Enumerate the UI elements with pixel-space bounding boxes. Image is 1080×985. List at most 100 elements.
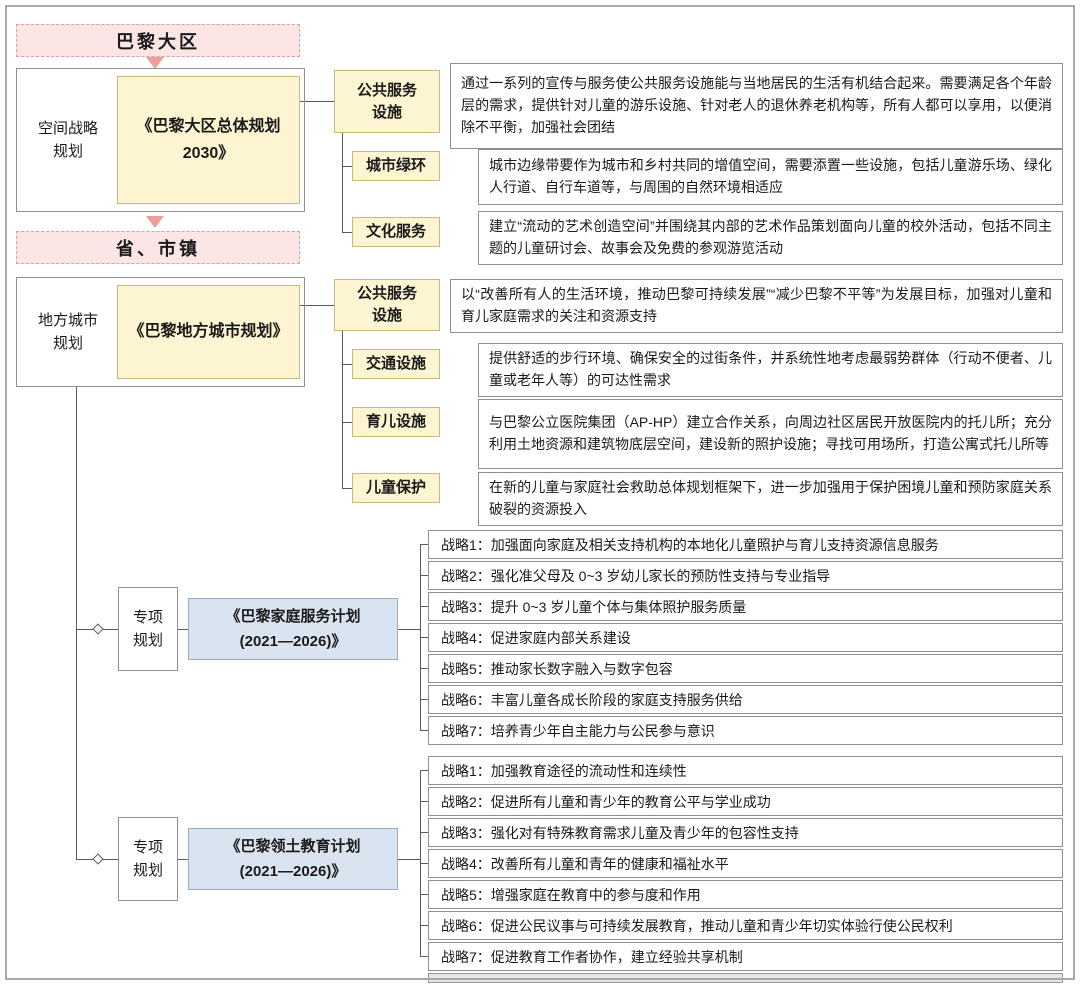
connector-line: [342, 331, 343, 488]
connector-line: [420, 668, 428, 669]
connector-line: [420, 699, 428, 700]
strategy-text: 战略5：推动家长数字融入与数字包容: [441, 660, 673, 677]
strategy-row: 战略3：提升 0~3 岁儿童个体与集体照护服务质量: [428, 592, 1063, 621]
region-label: 巴黎大区: [116, 31, 200, 52]
region-box-paris-region: 巴黎大区: [16, 24, 300, 57]
strategy-text: 战略7：培养青少年自主能力与公民参与意识: [441, 722, 715, 739]
strategy-text: 战略7：促进教育工作者协作，建立经验共享机制: [441, 948, 743, 965]
category-cultural-services: 文化服务: [352, 217, 440, 247]
connector-line: [420, 956, 428, 957]
strategy-row: 战略3：强化对有特殊教育需求儿童及青少年的包容性支持: [428, 818, 1063, 847]
connector-line: [398, 629, 420, 630]
strategy-row: 战略5：增强家庭在教育中的参与度和作用: [428, 880, 1063, 909]
side-label-text: 地方城市 规划: [37, 311, 98, 352]
connector-line: [420, 637, 428, 638]
side-label-text: 专项 规划: [132, 838, 163, 879]
connector-line: [300, 101, 334, 102]
connector-line: [178, 629, 188, 630]
desc-text: 提供舒适的步行环境、确保安全的过街条件，并系统性地考虑最弱势群体（行动不便者、儿…: [489, 350, 1052, 388]
connector-line: [420, 832, 428, 833]
connector-line: [420, 606, 428, 607]
strategy-row: 战略5：推动家长数字融入与数字包容: [428, 654, 1063, 683]
side-label-text: 空间战略 规划: [37, 119, 98, 160]
strategy-row: 战略7：培养青少年自主能力与公民参与意识: [428, 716, 1063, 745]
connector-line: [420, 730, 428, 731]
side-label-special-planning-1: 专项 规划: [118, 587, 178, 671]
desc-text: 以“改善所有人的生活环境，推动巴黎可持续发展”“减少巴黎不平等”为发展目标，加强…: [461, 286, 1052, 324]
connector-line: [178, 859, 188, 860]
strategy-text: 战略5：增强家庭在教育中的参与度和作用: [441, 886, 701, 903]
connector-line: [420, 863, 428, 864]
connector-line: [420, 575, 428, 576]
desc-child-protection: 在新的儿童与家庭社会救助总体规划框架下，进一步加强用于保护困境儿童和预防家庭关系…: [478, 472, 1063, 526]
strategy-row: 战略4：促进家庭内部关系建设: [428, 623, 1063, 652]
category-public-service-facilities-2: 公共服务 设施: [334, 279, 440, 331]
plan-box-master-plan-2030: 《巴黎大区总体规划 2030》: [117, 76, 300, 204]
diamond-connector-icon: [92, 623, 104, 635]
connector-line: [76, 387, 77, 859]
connector-line: [420, 544, 428, 545]
strategy-row: 战略2：强化准父母及 0~3 岁幼儿家长的预防性支持与专业指导: [428, 561, 1063, 590]
desc-public-service-facilities-1: 通过一系列的宣传与服务使公共服务设施能与当地居民的生活有机结合起来。需要满足各个…: [450, 63, 1063, 149]
plan-title: 《巴黎地方城市规划》: [128, 323, 289, 341]
plan-title: 《巴黎大区总体规划 2030》: [136, 117, 281, 162]
desc-text: 在新的儿童与家庭社会救助总体规划框架下，进一步加强用于保护困境儿童和预防家庭关系…: [489, 479, 1052, 517]
desc-cultural-services: 建立“流动的艺术创造空间”并围绕其内部的艺术作品策划面向儿童的校外活动，包括不同…: [478, 211, 1063, 265]
plan-box-local-urban-plan: 《巴黎地方城市规划》: [117, 285, 300, 379]
connector-line: [420, 894, 428, 895]
section-frame-local-urban: [16, 277, 305, 387]
region-label: 省、市镇: [116, 238, 200, 259]
category-label: 公共服务 设施: [356, 285, 417, 324]
plan-title: 《巴黎领土教育计划 (2021—2026)》: [225, 837, 361, 881]
desc-text: 城市边缘带要作为城市和乡村共同的增值空间，需要添置一些设施，包括儿童游乐场、绿化…: [489, 157, 1052, 195]
connector-line: [398, 859, 420, 860]
section-frame-special-planning-2: [118, 817, 178, 901]
strategy-text: 战略6：促进公民议事与可持续发展教育，推动儿童和青少年切实体验行使公民权利: [441, 917, 953, 934]
strategy-row: 战略6：丰富儿童各成长阶段的家庭支持服务供给: [428, 685, 1063, 714]
section-frame-special-planning-1: [118, 587, 178, 671]
connector-line: [420, 925, 428, 926]
connector-line: [420, 770, 428, 771]
connector-line: [342, 364, 352, 365]
category-child-protection: 儿童保护: [352, 473, 440, 503]
side-label-local-urban-planning: 地方城市 规划: [20, 309, 116, 355]
connector-line: [420, 801, 428, 802]
cutoff-partial-row: [428, 973, 1063, 983]
strategy-row: 战略1：加强教育途径的流动性和连续性: [428, 756, 1063, 785]
connector-line: [342, 232, 352, 233]
strategy-row: 战略1：加强面向家庭及相关支持机构的本地化儿童照护与育儿支持资源信息服务: [428, 530, 1063, 559]
strategy-row: 战略2：促进所有儿童和青少年的教育公平与学业成功: [428, 787, 1063, 816]
strategy-text: 战略2：促进所有儿童和青少年的教育公平与学业成功: [441, 793, 771, 810]
desc-childcare-facilities: 与巴黎公立医院集团（AP-HP）建立合作关系，向周边社区居民开放医院内的托儿所；…: [478, 399, 1063, 469]
desc-text: 通过一系列的宣传与服务使公共服务设施能与当地居民的生活有机结合起来。需要满足各个…: [461, 75, 1052, 135]
strategy-row: 战略7：促进教育工作者协作，建立经验共享机制: [428, 942, 1063, 971]
down-arrow-icon: [146, 57, 164, 69]
side-label-special-planning-2: 专项 规划: [118, 817, 178, 901]
category-label: 文化服务: [365, 223, 426, 241]
section-frame-spatial-strategic: [16, 68, 305, 212]
connector-line: [342, 488, 352, 489]
desc-text: 与巴黎公立医院集团（AP-HP）建立合作关系，向周边社区居民开放医院内的托儿所；…: [489, 414, 1052, 452]
strategy-text: 战略4：改善所有儿童和青年的健康和福祉水平: [441, 855, 729, 872]
connector-line: [342, 422, 352, 423]
side-label-spatial-strategic-planning: 空间战略 规划: [20, 115, 116, 165]
desc-urban-green-ring: 城市边缘带要作为城市和乡村共同的增值空间，需要添置一些设施，包括儿童游乐场、绿化…: [478, 149, 1063, 205]
category-label: 交通设施: [365, 355, 426, 373]
strategy-row: 战略6：促进公民议事与可持续发展教育，推动儿童和青少年切实体验行使公民权利: [428, 911, 1063, 940]
strategy-text: 战略6：丰富儿童各成长阶段的家庭支持服务供给: [441, 691, 743, 708]
strategy-row: 战略4：改善所有儿童和青年的健康和福祉水平: [428, 849, 1063, 878]
connector-line: [342, 166, 352, 167]
category-label: 儿童保护: [365, 479, 426, 497]
desc-public-service-facilities-2: 以“改善所有人的生活环境，推动巴黎可持续发展”“减少巴黎不平等”为发展目标，加强…: [450, 279, 1063, 333]
diamond-connector-icon: [92, 853, 104, 865]
region-box-province-municipality: 省、市镇: [16, 231, 300, 264]
category-label: 城市绿环: [365, 157, 426, 175]
strategy-text: 战略1：加强面向家庭及相关支持机构的本地化儿童照护与育儿支持资源信息服务: [441, 536, 939, 553]
connector-line: [342, 133, 343, 233]
plan-box-family-service-plan: 《巴黎家庭服务计划 (2021—2026)》: [188, 598, 398, 660]
plan-box-territorial-education-plan: 《巴黎领土教育计划 (2021—2026)》: [188, 828, 398, 890]
category-urban-green-ring: 城市绿环: [352, 151, 440, 181]
strategy-text: 战略4：促进家庭内部关系建设: [441, 629, 631, 646]
desc-text: 建立“流动的艺术创造空间”并围绕其内部的艺术作品策划面向儿童的校外活动，包括不同…: [489, 218, 1052, 256]
